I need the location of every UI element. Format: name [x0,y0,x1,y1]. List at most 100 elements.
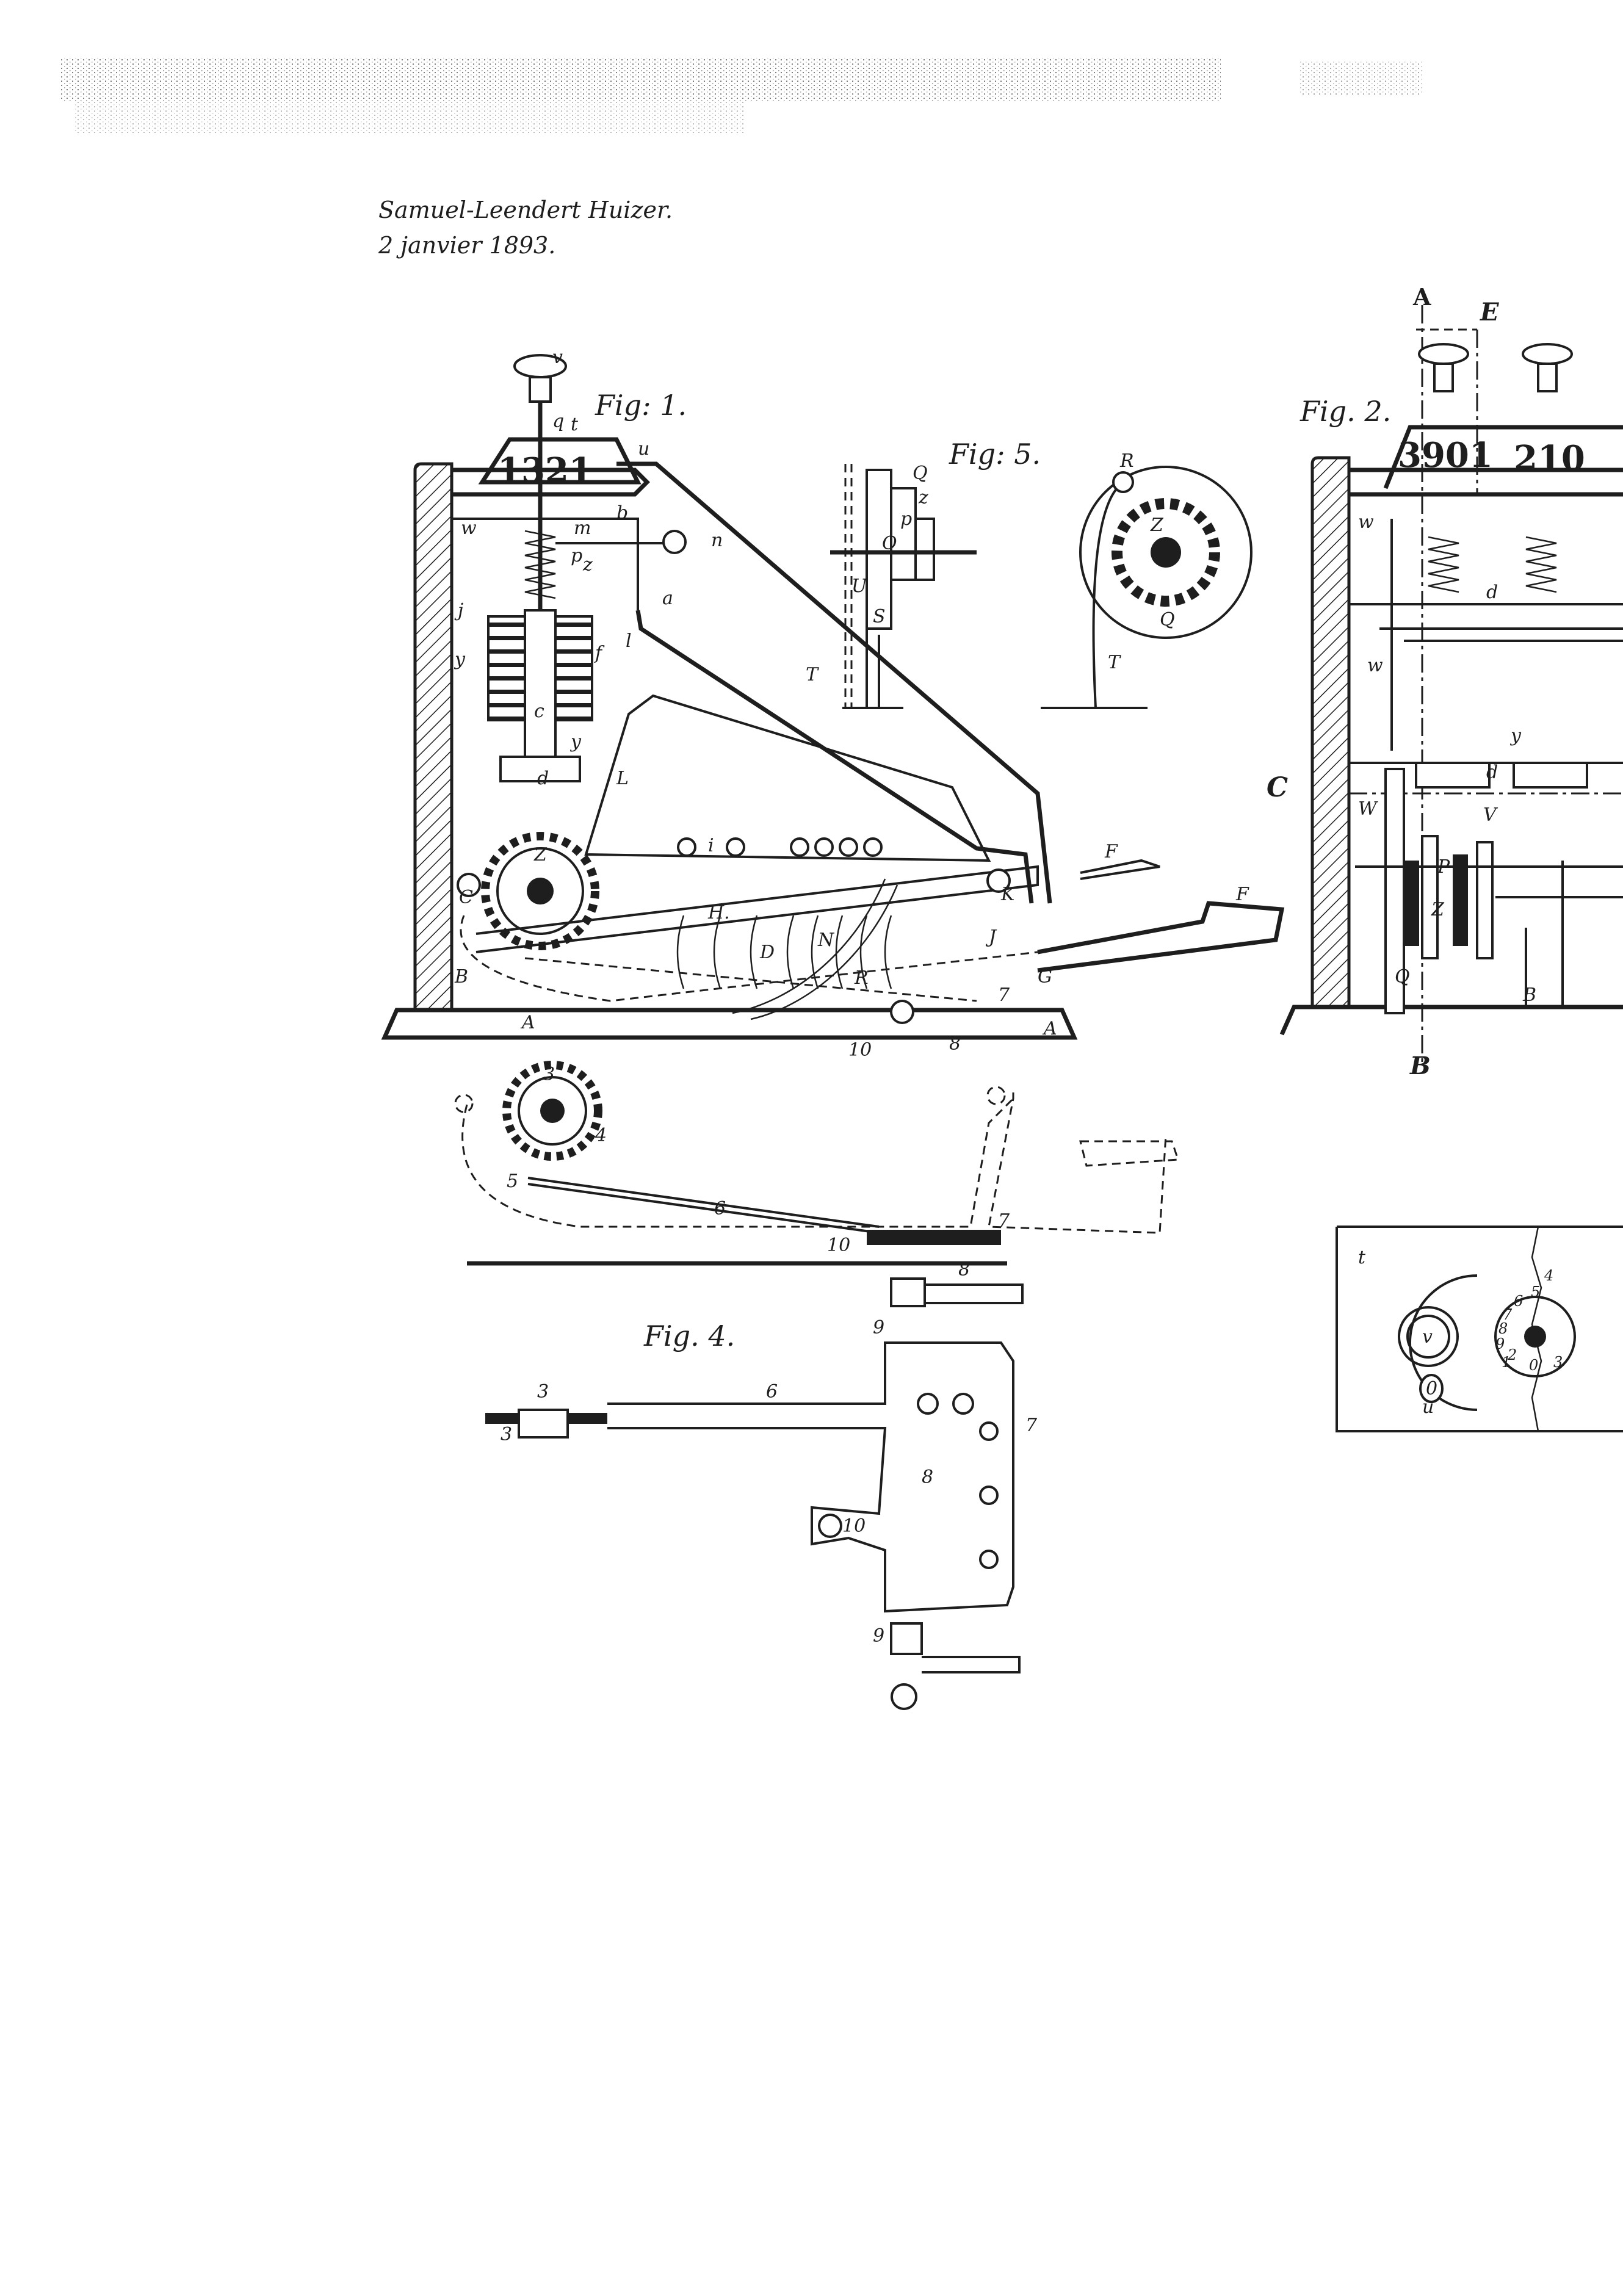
fig2-counter: 3901 [1398,435,1493,475]
fig5-drawing: Fig: 5. Q p z O U S T R Z T Q [806,438,1252,709]
fig1-lever-knob [662,530,687,554]
fig1-label: Z [533,844,548,865]
fig1-label: C [459,887,473,908]
fig1-label: b [616,502,628,524]
fig6-label: 0 [1426,1378,1437,1399]
fig5-label: S [873,606,886,627]
fig1-label: v [552,347,563,368]
fig5-label: U [851,576,868,597]
fig2-label: E [1480,298,1499,327]
fig2-label: A [1412,283,1431,311]
fig2-label: B [1522,984,1536,1006]
fig1-lever-d [475,865,1039,953]
fig3-label: 8 [958,1259,970,1280]
fig2-case-wall [1310,456,1351,1009]
fig1-label: m [574,518,591,539]
fig5-title: Fig: 5. [949,438,1041,471]
fig3-gear [502,1061,602,1161]
fig1-label: L [616,768,629,789]
fig2-label: B [1409,1052,1431,1080]
fig2-label: y [1509,725,1522,746]
fig4-label: 6 [766,1381,778,1403]
fig1-label: l [626,630,632,652]
fig2-label: Z [1431,899,1445,920]
fig4-label: 10 [842,1515,866,1537]
fig1-title: Fig: 1. [595,389,687,422]
fig4-label: 3 [537,1381,549,1403]
fig3-label: 3 [543,1064,555,1085]
scan-noise [61,58,1422,134]
fig4-label: 8 [922,1467,933,1488]
fig1-label: F [1235,884,1249,905]
fig4-title: Fig. 4. [643,1319,735,1352]
fig2-label: W [1358,798,1378,820]
fig3-label: 10 [827,1235,850,1256]
fig5-ratchet-case [1079,466,1252,639]
fig3-drawing: 3 4 5 6 10 7 8 [454,1061,1180,1280]
fig1-label: A [520,1012,535,1033]
fig3-label: 6 [714,1198,726,1219]
dial-digit: 8 [1498,1320,1508,1337]
fig1-label: w [461,518,477,539]
fig2-label: w [1358,511,1374,533]
fig1-label: N [817,930,835,951]
fig4-label: 3 [501,1424,512,1445]
fig1-gear-z [481,832,599,950]
patent-date: 2 janvier 1893. [378,232,556,259]
fig1-label: y [454,649,466,670]
dial-digit: 5 [1531,1283,1540,1301]
fig6-label: t [1358,1247,1366,1268]
fig2-label: d [1486,582,1498,603]
fig2-drawing: Fig. 2. 3901 210 A E w d w y d C W V P [1267,283,1623,1080]
fig5-label: T [806,664,819,685]
inventor-name: Samuel-Leendert Huizer. [378,197,673,223]
fig1-case-wall [413,462,454,1012]
fig4-plate [607,1341,1014,1613]
fig3-label: 5 [507,1171,518,1192]
fig3-lever-6 [527,1177,880,1234]
fig4-label: 7 [1025,1415,1038,1436]
fig1-label: y [569,731,582,753]
fig1-label: q [552,411,564,432]
fig1-label: D [759,942,775,963]
fig1-label: F [1104,841,1118,862]
fig1-inclined-arm [616,461,1052,904]
dial-digit: 1 [1502,1354,1511,1371]
dial-digit: 6 [1514,1293,1523,1310]
fig1-label: u [638,438,649,460]
fig5-label: T [1108,652,1121,673]
fig1-label: R [854,967,869,989]
fig5-label: Q [1160,609,1175,630]
fig1-label: d [537,768,549,789]
fig1-label: z [582,554,593,576]
dial-digit: 9 [1495,1335,1505,1352]
dial-digit: 2 [1507,1346,1517,1363]
fig4-label: 9 [873,1317,884,1338]
fig3-label: 4 [595,1125,607,1146]
fig1-label: 7 [998,984,1010,1006]
patent-header: Samuel-Leendert Huizer. 2 janvier 1893. [378,192,673,263]
fig1-counter-window [478,437,642,485]
fig1-base-plate [381,1008,1078,1040]
fig1-label: p [571,545,582,566]
fig1-sector-frame [584,694,991,862]
fig1-label: B [454,966,468,987]
fig1-label: H. [707,902,730,923]
fig1-drawing: Fig: 1. 1321 v q t u n w m b p z a j y f… [381,347,1285,1061]
fig5-label: z [918,487,928,508]
fig6-label: v [1422,1326,1433,1348]
fig4-label: 9 [873,1625,884,1647]
fig2-label: P [1437,856,1450,878]
fig1-label: a [662,588,673,609]
fig2-label: Q [1395,966,1410,987]
fig1-label: J [985,926,997,948]
fig5-label: Z [1150,514,1164,536]
fig1-label: A [1042,1018,1057,1039]
fig2-counter-partial: 210 [1514,438,1585,478]
fig6-dial [1494,1296,1576,1377]
fig1-label: t [571,414,579,435]
fig1-label: c [534,701,544,722]
fig2-label: C [1267,772,1288,803]
fig1-label: f [594,643,605,664]
fig5-label: p [900,508,912,530]
